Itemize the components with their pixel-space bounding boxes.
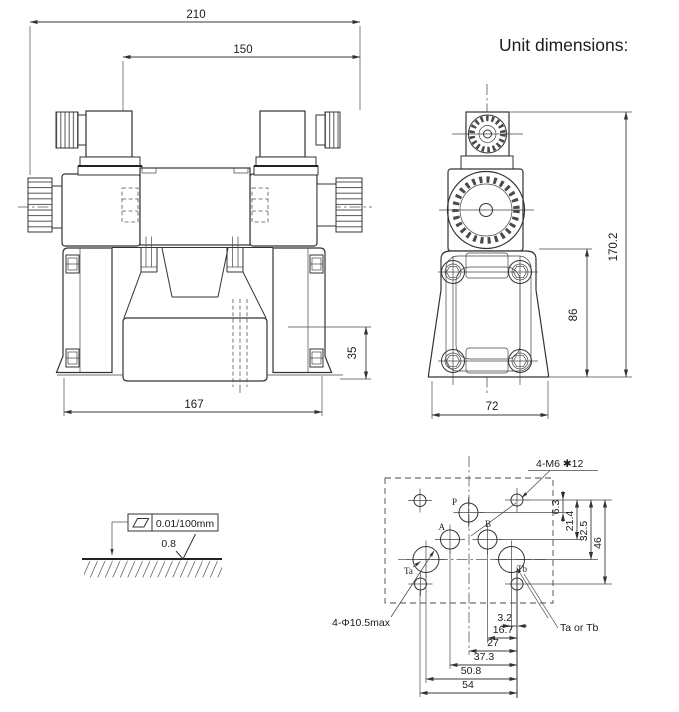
roughness-value: 0.8 — [161, 538, 176, 550]
dim-text-16-7: 16.7 — [493, 624, 514, 636]
base-outline — [427, 250, 550, 378]
dim-solenoid-span: 150 — [122, 44, 361, 170]
dim-port-offset: 35 — [288, 326, 371, 380]
gland-collar-right — [315, 114, 326, 146]
cable-gland-end-view — [452, 111, 523, 157]
port-label-b: B — [485, 519, 491, 529]
port-label-tb: Tb — [517, 564, 527, 574]
din-connector-right — [259, 110, 306, 158]
dim-text-150: 150 — [233, 44, 252, 56]
port-label-a: A — [439, 522, 446, 532]
tank-note-callout: Ta or Tb — [516, 567, 598, 634]
pattern-horizontal-dims: 3.2 16.7 27 37.3 50.8 54 — [419, 612, 527, 696]
bracket-bolt-right-bottom — [309, 348, 324, 368]
knob-collar-left — [51, 185, 63, 229]
dim-body-height: 86 — [539, 248, 632, 378]
thread-note-text: 4-M6 ✱12 — [536, 458, 583, 470]
dim-text-3-2: 3.2 — [497, 612, 512, 624]
dim-text-167: 167 — [184, 399, 203, 411]
gland-knurl-ring — [469, 115, 506, 153]
dim-text-86: 86 — [568, 309, 580, 322]
dim-text-210: 210 — [186, 9, 205, 21]
valve-body-rect — [139, 167, 251, 246]
port-block — [122, 317, 268, 382]
dim-text-37-3: 37.3 — [474, 651, 495, 663]
dim-text-170-2: 170.2 — [608, 233, 620, 262]
gland-collar-left — [77, 114, 87, 146]
connector-plate-right-upper — [255, 156, 317, 167]
dim-body-length: 167 — [63, 376, 323, 416]
manual-override-knob-left — [27, 177, 53, 233]
surface-finish-callout: 0.01/100mm 0.8 — [82, 513, 222, 578]
flatness-frame — [127, 513, 219, 532]
mounting-base-end-view — [427, 250, 550, 385]
cable-gland-left — [55, 111, 79, 149]
bracket-bolt-left-bottom — [65, 348, 80, 368]
knob-collar-right — [316, 183, 337, 227]
connector-plate-right-lower — [253, 165, 319, 176]
body-tab-left — [141, 167, 157, 174]
mounting-pattern-drawing: P A B Ta Tb 4-M6 ✱12 4-Φ10.5max Ta or Tb — [332, 456, 612, 698]
side-view-drawing: Unit dimensions: — [427, 35, 632, 419]
dim-text-21-4: 21.4 — [564, 511, 576, 532]
connector-neck — [460, 155, 514, 170]
tank-note-text: Ta or Tb — [560, 622, 598, 634]
surface-hatching — [84, 560, 222, 578]
din-connector-left — [85, 110, 133, 158]
hole-note-callout: 4-Φ10.5max — [332, 550, 435, 629]
coil-knurl-ring — [452, 176, 520, 244]
port-label-p: P — [452, 497, 457, 507]
thread-note-callout: 4-M6 ✱12 — [470, 458, 598, 537]
mount-bracket-left — [55, 247, 113, 374]
front-view-drawing: 210 150 — [18, 9, 372, 416]
bracket-bolt-right-top — [309, 254, 324, 274]
manifold-block-front — [55, 236, 343, 393]
fixing-bolt-tab-left — [140, 236, 158, 273]
dim-text-72: 72 — [486, 401, 499, 413]
base-bottom-band — [465, 347, 509, 374]
dim-overall-width: 210 — [29, 9, 361, 175]
dim-text-27: 27 — [487, 637, 499, 649]
port-circle-p — [453, 497, 484, 528]
cable-gland-right — [324, 111, 341, 149]
bolt-hole-top-left — [407, 488, 433, 513]
solenoid-body-left — [61, 173, 141, 247]
connector-plate-left-lower — [77, 165, 143, 176]
dim-base-width: 72 — [431, 381, 549, 419]
solenoid-body-right — [249, 173, 318, 247]
manual-override-knob-right — [335, 177, 363, 233]
page-title: Unit dimensions: — [499, 35, 628, 55]
hole-note-text: 4-Φ10.5max — [332, 617, 391, 629]
coil-center-pin — [479, 203, 493, 217]
right-solenoid-assembly — [249, 110, 363, 247]
dim-text-6-3: 6.3 — [550, 500, 562, 515]
roughness-icon — [175, 533, 196, 560]
connector-plate-left-upper — [79, 156, 141, 167]
flatness-tolerance-text: 0.01/100mm — [156, 518, 215, 530]
dim-overall-height: 170.2 — [510, 111, 632, 378]
dim-text-35: 35 — [347, 347, 359, 360]
left-solenoid-assembly — [27, 110, 143, 247]
body-tab-right — [233, 167, 249, 174]
flatness-icon — [132, 518, 150, 528]
base-top-band — [465, 252, 509, 279]
port-label-ta: Ta — [404, 566, 413, 576]
mount-bracket-right — [272, 247, 333, 374]
gland-nut-outer — [468, 114, 507, 154]
fixing-bolt-tab-right — [226, 236, 244, 273]
pattern-vertical-dims: 6.3 21.4 32.5 46 — [550, 491, 608, 585]
solenoid-coil-end-view — [439, 168, 534, 252]
dim-text-50-8: 50.8 — [461, 665, 482, 677]
coil-face-outer — [446, 170, 526, 250]
dim-text-54: 54 — [462, 679, 474, 691]
valve-body-front — [121, 167, 269, 246]
base-inner-border — [445, 255, 532, 372]
bracket-bolt-left-top — [65, 254, 80, 274]
dim-text-32-5: 32.5 — [578, 521, 590, 542]
dim-text-46: 46 — [592, 537, 604, 549]
